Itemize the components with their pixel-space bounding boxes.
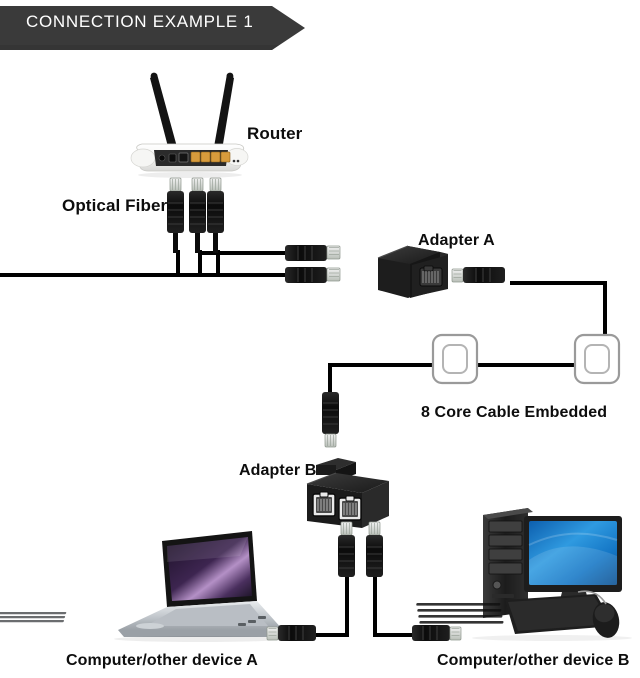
label-router: Router <box>247 124 303 143</box>
wire-outlet-left-to-adapter-b <box>328 363 433 392</box>
wall-outlet-right <box>573 333 621 385</box>
router-wan-port <box>178 152 189 163</box>
label-optical-fiber: Optical Fiber <box>62 196 168 215</box>
laptop-screen <box>162 531 257 607</box>
desktop-shadow <box>472 635 632 641</box>
router-antenna-right <box>212 72 234 162</box>
router-antenna-left <box>150 72 180 162</box>
wire-adapter-a-to-outlet-right <box>510 281 607 335</box>
laptop-ports <box>238 616 266 626</box>
patch-connector-device-b <box>412 625 462 641</box>
desktop-tower <box>483 508 533 618</box>
label-eight-core-cable: 8 Core Cable Embedded <box>421 404 608 421</box>
adapter-b-port-1 <box>312 491 336 517</box>
patch-connector-bottom <box>285 267 341 283</box>
laptop-device <box>0 531 286 642</box>
laptop-base <box>0 601 283 637</box>
adapter-b-port-2 <box>338 495 362 521</box>
router-led-2 <box>236 159 240 163</box>
router-device <box>130 72 249 178</box>
label-adapter-a: Adapter A <box>418 232 495 249</box>
router-lan-ports <box>190 151 231 163</box>
label-adapter-b: Adapter B <box>239 462 317 479</box>
router-power-jack <box>158 154 166 162</box>
label-device-b: Computer/other device B <box>437 652 630 669</box>
banner-title: CONNECTION EXAMPLE 1 <box>26 12 254 31</box>
desktop-keyboard <box>416 594 614 634</box>
router-cap-left <box>130 148 156 168</box>
patch-connector-top <box>285 245 341 261</box>
desktop-mouse <box>577 590 620 638</box>
patch-connector-adapter-b-top <box>322 392 339 448</box>
wall-outlet-left <box>431 333 479 385</box>
router-usb-port <box>168 153 177 163</box>
header-banner <box>0 6 305 50</box>
router-shadow <box>138 172 242 178</box>
label-device-a: Computer/other device A <box>66 652 258 669</box>
patch-connector-branch-right <box>366 521 383 577</box>
laptop-shadow <box>114 636 286 642</box>
optical-fiber-connector-3 <box>207 177 224 253</box>
optical-fiber-connector-2 <box>189 177 206 253</box>
patch-connector-adapter-a-right <box>451 267 505 283</box>
optical-fiber-connector-1 <box>167 177 184 253</box>
adapter-a-coupler <box>377 245 448 298</box>
adapter-b-splitter <box>306 458 389 528</box>
desktop-device <box>416 508 632 641</box>
patch-connector-branch-left <box>338 521 355 577</box>
power-button <box>492 580 502 590</box>
router-led-1 <box>232 159 236 163</box>
wire-to-connector-top <box>198 251 285 255</box>
patch-connector-device-a <box>266 625 316 641</box>
